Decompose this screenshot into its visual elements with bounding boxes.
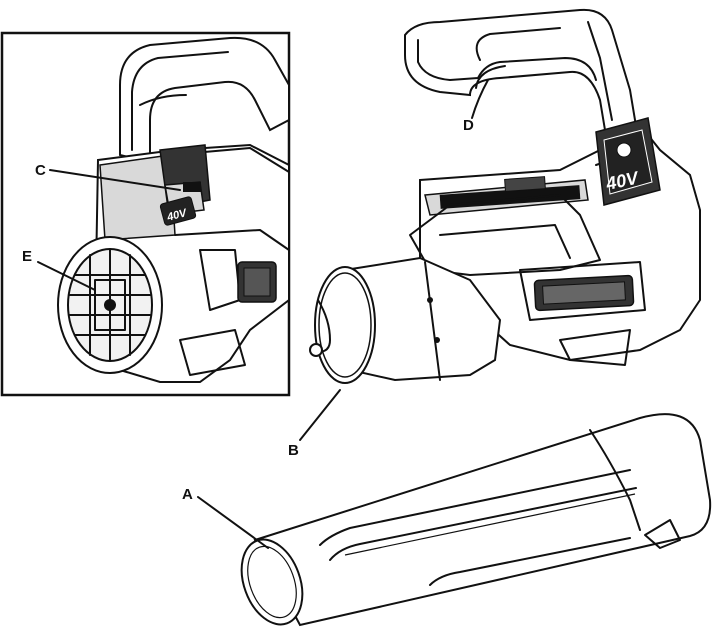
leader-line-a	[197, 496, 269, 549]
callout-label-c: C	[35, 162, 46, 179]
rear-view-inset: 40V	[0, 31, 291, 397]
blower-side-panel	[519, 261, 646, 366]
leader-line-c	[49, 169, 181, 191]
callout-label-e: E	[22, 248, 33, 265]
rear-intake-grille	[57, 236, 163, 374]
inset-40v-badge: 40V	[159, 196, 197, 226]
inset-handle	[119, 36, 290, 164]
leader-line-d	[471, 79, 489, 119]
leader-line-e	[37, 261, 96, 291]
blower-handle	[404, 8, 642, 162]
nozzle-collar	[309, 256, 502, 384]
callout-label-d: D	[463, 117, 474, 134]
callout-label-b: B	[288, 442, 299, 459]
voltage-badge: 40V	[595, 117, 661, 206]
callout-label-a: A	[182, 486, 193, 503]
blower-main-body: 40V	[309, 8, 701, 384]
blower-tube	[240, 413, 712, 627]
inset-switch-area: 40V	[159, 144, 211, 226]
leader-line-b	[299, 389, 341, 441]
callout-leaders	[37, 79, 489, 549]
inset-voltage-label: 40V	[165, 207, 190, 224]
